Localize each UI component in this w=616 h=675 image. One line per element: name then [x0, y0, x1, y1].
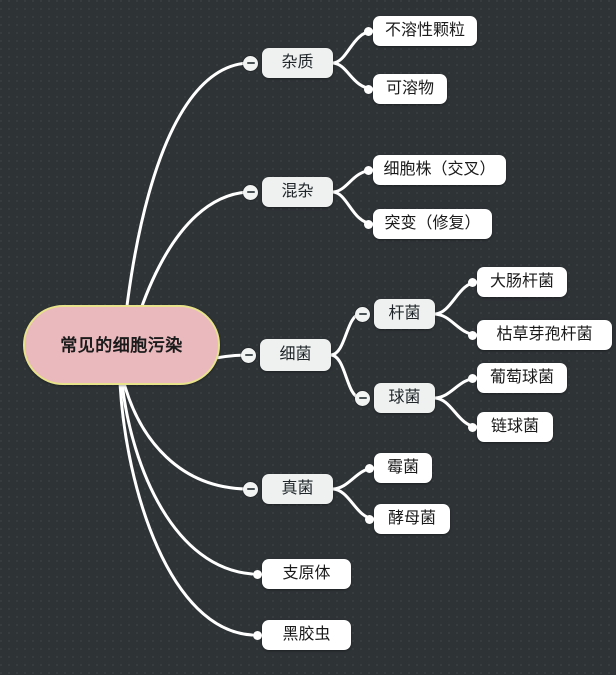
leaf-node-mutation-repair[interactable]: 突变（修复）: [373, 209, 492, 239]
leaf-node-mold-label: 霉菌: [386, 459, 419, 476]
leaf-node-e-coli-label: 大肠杆菌: [489, 273, 554, 290]
connector-dot-icon-streptococcus: [468, 422, 477, 432]
leaf-node-mold[interactable]: 霉菌: [374, 453, 432, 483]
collapse-minus-icon-impurity[interactable]: [243, 55, 258, 71]
branch-node-bacteria-label: 细菌: [279, 346, 312, 363]
branch-node-fungi[interactable]: 真菌: [262, 474, 333, 504]
leaf-node-yeast-label: 酵母菌: [387, 510, 436, 527]
root-node[interactable]: 常见的细胞污染: [23, 305, 220, 385]
connector-dot-icon-staphylococcus: [468, 373, 477, 383]
edge-root-to-mycoplasma: [120, 381, 254, 576]
leaf-node-e-coli[interactable]: 大肠杆菌: [477, 267, 567, 297]
leaf-node-cell-line-cross[interactable]: 细胞株（交叉）: [373, 155, 506, 185]
edge-bacteria-to-coccus: [329, 353, 362, 400]
branch-node-coccus[interactable]: 球菌: [374, 383, 435, 413]
branch-node-cross-contamination[interactable]: 混杂: [262, 177, 333, 207]
edge-impurity-to-insoluble-particles: [331, 29, 375, 65]
collapse-minus-icon-coccus[interactable]: [355, 390, 370, 406]
leaf-node-staphylococcus-label: 葡萄球菌: [489, 369, 554, 386]
leaf-node-black-glue-worm[interactable]: 黑胶虫: [262, 620, 351, 650]
connector-dot-icon-mycoplasma: [253, 569, 262, 579]
branch-node-fungi-label: 真菌: [281, 480, 314, 497]
branch-node-impurity-label: 杂质: [281, 54, 314, 71]
connector-dot-icon-mold: [365, 463, 374, 473]
leaf-node-streptococcus[interactable]: 链球菌: [477, 412, 553, 442]
connector-dot-icon-insoluble-particles: [364, 26, 373, 36]
root-node-label: 常见的细胞污染: [60, 335, 183, 355]
connector-dot-icon-mutation-repair: [364, 219, 373, 229]
leaf-node-mutation-repair-label: 突变（修复）: [384, 215, 481, 232]
connector-dot-icon-e-coli: [468, 277, 477, 287]
branch-node-cross-contamination-label: 混杂: [281, 183, 314, 200]
leaf-node-cell-line-cross-label: 细胞株（交叉）: [383, 161, 496, 178]
connector-dot-icon-bacillus-subtilis: [468, 330, 477, 340]
edge-bacillus-to-e-coli: [433, 280, 479, 316]
edge-bacteria-to-bacillus: [329, 312, 362, 357]
edge-root-to-black-glue-worm: [118, 381, 254, 637]
leaf-node-staphylococcus[interactable]: 葡萄球菌: [477, 363, 567, 393]
connector-dot-icon-cell-line-cross: [364, 165, 373, 175]
leaf-node-mycoplasma[interactable]: 支原体: [262, 559, 351, 589]
branch-node-impurity[interactable]: 杂质: [262, 48, 333, 78]
leaf-node-streptococcus-label: 链球菌: [490, 418, 539, 435]
edge-root-to-fungi: [122, 381, 249, 491]
branch-node-bacteria[interactable]: 细菌: [260, 339, 331, 371]
leaf-node-soluble-matter-label: 可溶物: [385, 80, 434, 97]
connector-dot-icon-black-glue-worm: [253, 630, 262, 640]
branch-node-bacillus-label: 杆菌: [388, 305, 421, 322]
leaf-node-mycoplasma-label: 支原体: [282, 565, 331, 582]
collapse-minus-icon-fungi[interactable]: [243, 481, 258, 497]
connector-dot-icon-yeast: [365, 514, 374, 524]
branch-node-coccus-label: 球菌: [388, 389, 421, 406]
collapse-minus-icon-cross-contamination[interactable]: [243, 184, 258, 200]
branch-node-bacillus[interactable]: 杆菌: [374, 299, 435, 329]
leaf-node-black-glue-worm-label: 黑胶虫: [282, 626, 331, 643]
collapse-minus-icon-bacteria[interactable]: [241, 347, 256, 363]
leaf-node-soluble-matter[interactable]: 可溶物: [373, 74, 447, 104]
leaf-node-insoluble-particles[interactable]: 不溶性颗粒: [373, 16, 477, 46]
leaf-node-yeast[interactable]: 酵母菌: [374, 504, 450, 534]
connector-dot-icon-soluble-matter: [364, 84, 373, 94]
leaf-node-bacillus-subtilis-label: 枯草芽孢杆菌: [496, 326, 593, 343]
leaf-node-bacillus-subtilis[interactable]: 枯草芽孢杆菌: [477, 320, 612, 350]
leaf-node-insoluble-particles-label: 不溶性颗粒: [384, 22, 465, 39]
collapse-minus-icon-bacillus[interactable]: [355, 306, 370, 322]
